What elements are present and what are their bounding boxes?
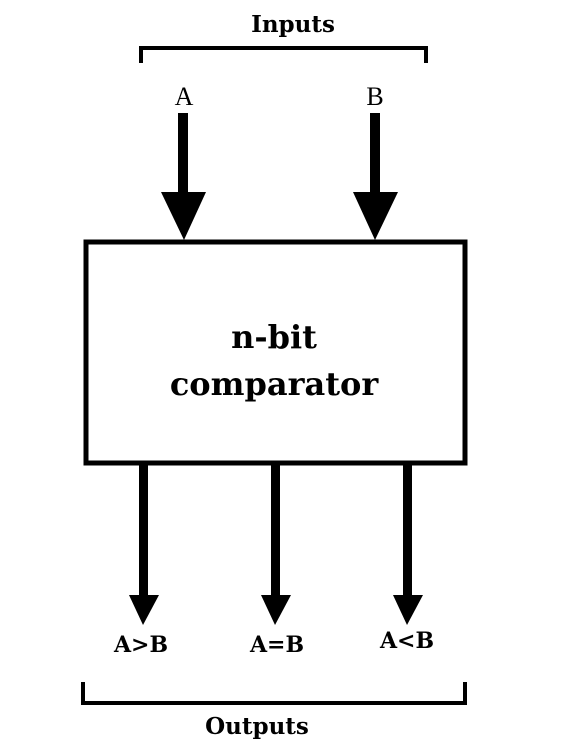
outputs-label: Outputs — [205, 713, 309, 740]
output-lt-label: A<B — [379, 628, 434, 654]
input-b-label: B — [366, 82, 383, 111]
outputs-bracket — [81, 682, 467, 705]
output-lt-arrow — [393, 465, 423, 625]
comparator-block — [83, 239, 468, 466]
output-eq-arrow — [261, 465, 291, 625]
block-label-line1: n-bit — [231, 318, 317, 356]
output-eq-label: A=B — [249, 632, 304, 658]
output-gt-arrow — [129, 465, 159, 625]
inputs-bracket — [139, 46, 428, 63]
input-a-label: A — [175, 82, 194, 111]
output-gt-label: A>B — [113, 632, 168, 658]
block-label-line2: comparator — [170, 365, 380, 403]
input-a-arrow — [161, 113, 206, 240]
inputs-label: Inputs — [251, 11, 335, 38]
input-b-arrow — [353, 113, 398, 240]
